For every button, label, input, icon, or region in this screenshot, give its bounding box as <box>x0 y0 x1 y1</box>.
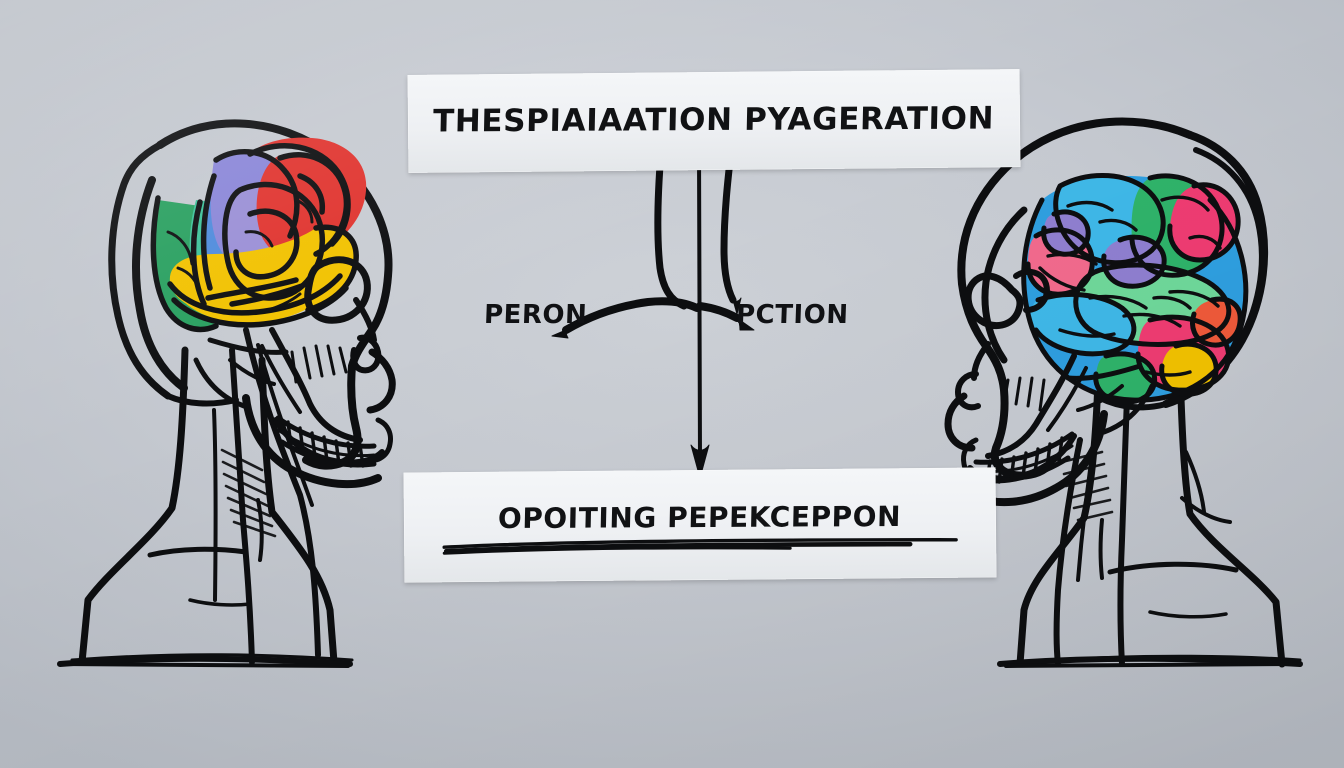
top-title-text: THESPIAIAATION PYAGERATION <box>433 100 995 140</box>
bottom-caption-card[interactable]: OPOITING PEPEKCEPPON <box>403 467 997 583</box>
label-perception-left: PERON <box>483 300 588 330</box>
top-title-card[interactable]: THESPIAIAATION PYAGERATION <box>407 69 1021 173</box>
underline-scribble-icon <box>442 538 958 555</box>
bottom-caption-text: OPOITING PEPEKCEPPON <box>498 499 902 535</box>
label-perception-right: PCTION <box>735 300 850 330</box>
